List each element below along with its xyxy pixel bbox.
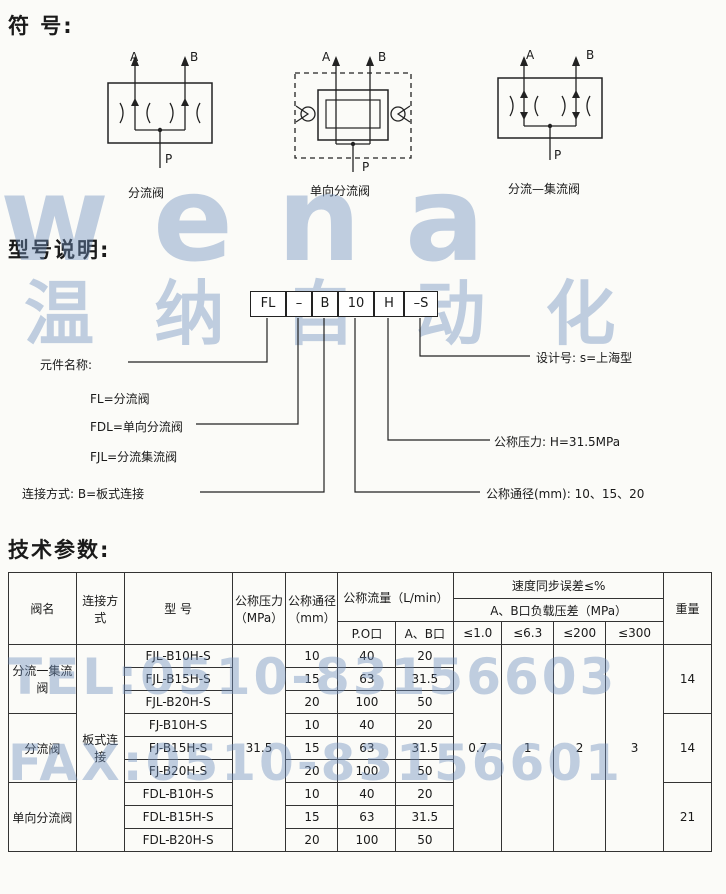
table-cell-dia: 10 — [285, 782, 339, 806]
sym3-port-b: B — [586, 48, 595, 62]
th-sync: 速度同步误差≤% — [453, 572, 664, 599]
model-leader-lines — [128, 318, 530, 493]
table-cell-po: 100 — [337, 690, 397, 714]
table-cell-po: 100 — [337, 828, 397, 852]
table-cell-po: 40 — [337, 782, 397, 806]
note-design: 设计号: s=上海型 — [536, 351, 633, 365]
group-name: 分流阀 — [8, 713, 77, 783]
sym2-port-b: B — [378, 50, 387, 64]
code-b: B — [312, 291, 338, 317]
note-diameter: 公称通径(mm): 10、15、20 — [486, 487, 645, 501]
sync-1: 0.7 — [453, 644, 503, 852]
note-fjl: FJL=分流集流阀 — [90, 450, 178, 464]
sym2-name: 单向分流阀 — [310, 184, 371, 198]
table-cell-po: 40 — [337, 713, 397, 737]
code-10: 10 — [338, 291, 374, 317]
check-flow-divider-symbol — [294, 56, 412, 172]
table-cell-dia: 15 — [285, 736, 339, 760]
th-conn: 连接方式 — [75, 572, 125, 645]
table-cell-dia: 20 — [285, 759, 339, 783]
symbols-heading: 符 号: — [8, 14, 74, 38]
group-name: 单向分流阀 — [8, 782, 77, 852]
sym1-port-a: A — [130, 50, 139, 64]
sym1-name: 分流阀 — [128, 186, 165, 200]
table-cell-model: FJ-B10H-S — [123, 713, 233, 737]
sync-2: 1 — [501, 644, 555, 852]
sync-3: 2 — [553, 644, 607, 852]
code-s: –S — [404, 291, 438, 317]
code-h: H — [374, 291, 404, 317]
th-diameter: 公称通径（mm） — [285, 572, 339, 645]
th-flow: 公称流量（L/min） — [337, 572, 455, 622]
th-sync-sub: A、B口负载压差（MPa） — [453, 598, 664, 622]
table-cell-ab: 20 — [395, 713, 455, 737]
note-fdl: FDL=单向分流阀 — [90, 420, 183, 434]
th-s2: ≤6.3 — [501, 621, 555, 645]
spec-table: 阀名 连接方式 型 号 公称压力（MPa） 公称通径（mm） 公称流量（L/mi… — [8, 572, 712, 852]
table-cell-ab: 50 — [395, 759, 455, 783]
table-cell-ab: 50 — [395, 828, 455, 852]
table-cell-model: FJ-B20H-S — [123, 759, 233, 783]
table-cell-dia: 15 — [285, 805, 339, 829]
table-cell-model: FDL-B20H-S — [123, 828, 233, 852]
table-cell-po: 63 — [337, 667, 397, 691]
pressure-value: 31.5 — [231, 644, 287, 852]
group-weight: 14 — [663, 644, 712, 714]
th-s3: ≤200 — [553, 621, 607, 645]
sym2-port-p: P — [362, 160, 370, 174]
divider-combiner-symbol — [497, 56, 603, 160]
note-fl: FL=分流阀 — [90, 392, 150, 406]
table-cell-dia: 10 — [285, 644, 339, 668]
th-flow-po: P.O口 — [337, 621, 397, 645]
group-name: 分流一集流阀 — [8, 644, 77, 714]
sym3-name: 分流—集流阀 — [508, 182, 581, 196]
th-name: 阀名 — [8, 572, 77, 645]
table-cell-ab: 31.5 — [395, 736, 455, 760]
tech-heading: 技术参数: — [8, 538, 111, 562]
table-cell-ab: 50 — [395, 690, 455, 714]
table-cell-model: FJ-B15H-S — [123, 736, 233, 760]
table-cell-po: 63 — [337, 736, 397, 760]
sym2-port-a: A — [322, 50, 331, 64]
th-pressure: 公称压力（MPa） — [231, 572, 287, 645]
note-connection: 连接方式: B=板式连接 — [22, 487, 145, 501]
th-model: 型 号 — [123, 572, 233, 645]
table-cell-dia: 10 — [285, 713, 339, 737]
table-cell-dia: 20 — [285, 828, 339, 852]
table-cell-model: FDL-B15H-S — [123, 805, 233, 829]
table-cell-model: FJL-B10H-S — [123, 644, 233, 668]
code-fl: FL — [250, 291, 286, 317]
code-dash1: – — [286, 291, 312, 317]
flow-divider-symbol — [107, 56, 213, 168]
th-s1: ≤1.0 — [453, 621, 503, 645]
group-weight: 14 — [663, 713, 712, 783]
sym1-port-b: B — [190, 50, 199, 64]
table-cell-po: 40 — [337, 644, 397, 668]
th-flow-ab: A、B口 — [395, 621, 455, 645]
table-cell-ab: 31.5 — [395, 667, 455, 691]
table-cell-ab: 20 — [395, 644, 455, 668]
table-cell-model: FJL-B20H-S — [123, 690, 233, 714]
table-cell-po: 100 — [337, 759, 397, 783]
th-s4: ≤300 — [605, 621, 664, 645]
sync-4: 3 — [605, 644, 664, 852]
th-weight: 重量 — [663, 572, 712, 645]
sym3-port-a: A — [526, 48, 535, 62]
table-cell-ab: 20 — [395, 782, 455, 806]
note-element-name: 元件名称: — [40, 358, 93, 372]
group-weight: 21 — [663, 782, 712, 852]
sym1-port-p: P — [165, 152, 173, 166]
table-cell-po: 63 — [337, 805, 397, 829]
conn-value: 板式连接 — [75, 644, 125, 852]
table-cell-ab: 31.5 — [395, 805, 455, 829]
table-cell-model: FDL-B10H-S — [123, 782, 233, 806]
table-cell-model: FJL-B15H-S — [123, 667, 233, 691]
sym3-port-p: P — [554, 148, 562, 162]
table-cell-dia: 20 — [285, 690, 339, 714]
model-heading: 型号说明: — [8, 238, 111, 262]
table-cell-dia: 15 — [285, 667, 339, 691]
note-pressure: 公称压力: H=31.5MPa — [494, 435, 621, 449]
